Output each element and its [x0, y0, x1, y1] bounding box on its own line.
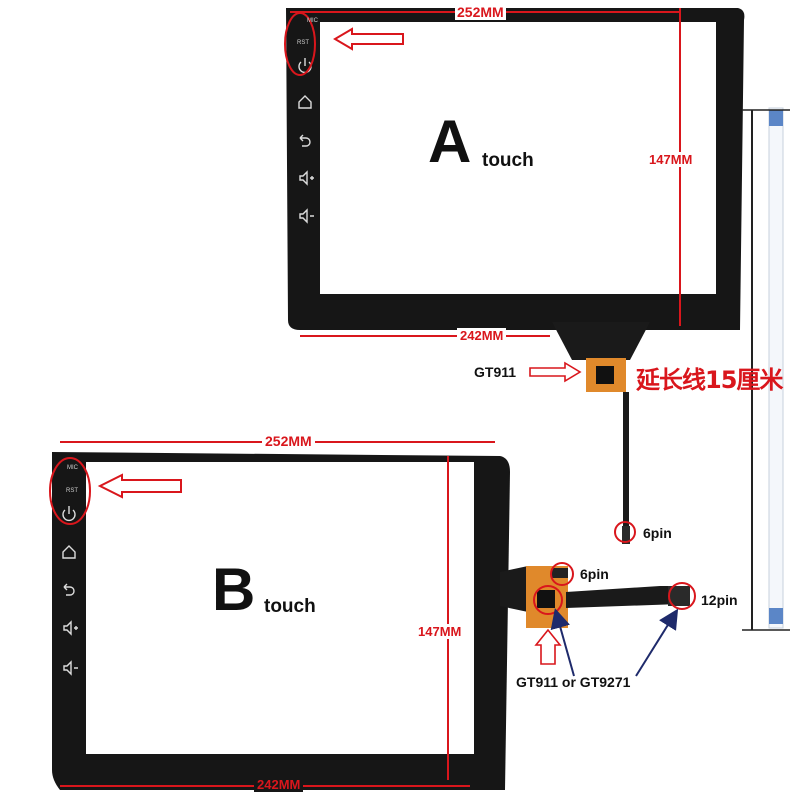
panel-b-mic-label: MIC: [67, 465, 78, 471]
panel-a-flex-cable: [623, 392, 629, 527]
ribbon-stiffener-top: [769, 110, 783, 126]
panel-a-bottom-width-label: 242MM: [457, 328, 507, 343]
panel-b: [49, 441, 696, 790]
panel-b-side-buttons: [62, 506, 78, 676]
chip-a-label: GT911: [474, 364, 517, 380]
volume-down-icon: [299, 208, 314, 224]
panel-b-chip-up-arrow: [534, 628, 562, 665]
panel-b-flex-tail: [500, 566, 528, 612]
panel-a-width-label: 252MM: [455, 4, 506, 20]
panel-b-12pin-highlight: [668, 582, 696, 610]
back-icon: [299, 134, 311, 147]
panel-b-rst-label: RST: [66, 488, 78, 494]
panel-a-flex-tail: [552, 322, 650, 360]
12pin-pointer: [635, 608, 679, 677]
power-icon: [62, 506, 76, 522]
panel-a-touch-word: touch: [482, 150, 534, 171]
panel-b-connector-12pin: [668, 586, 690, 606]
ribbon-cable: [768, 107, 784, 629]
panel-b-mic-rst-highlight: [49, 457, 91, 525]
extension-cable-label: 延长线15厘米: [636, 366, 783, 394]
panel-a-pointer-arrow: [333, 27, 404, 51]
home-icon: [62, 545, 76, 559]
panel-a-rst-label: RST: [297, 40, 309, 46]
chip-b-label: GT911 or GT9271: [516, 674, 631, 690]
connector-b-label: 6pin: [580, 566, 609, 582]
panel-a-chip-arrow: [529, 361, 582, 383]
panel-b-wide-flex: [566, 586, 680, 608]
extension-cable: [742, 107, 790, 631]
panel-a-height-label: 147MM: [649, 152, 693, 167]
panel-a-connector-6pin: [622, 526, 630, 544]
panel-b-letter: B: [212, 556, 256, 623]
connector-a-label: 6pin: [643, 525, 672, 541]
panel-b-pointer-arrow: [97, 473, 182, 499]
gt9271-pointer: [550, 608, 575, 677]
panel-b-width-label: 252MM: [262, 433, 315, 449]
volume-up-icon: [63, 620, 78, 636]
volume-up-icon: [299, 170, 314, 186]
volume-down-icon: [63, 660, 78, 676]
panel-b-connector-6pin: [552, 568, 568, 578]
panel-b-glass: [86, 462, 474, 754]
back-icon: [63, 583, 75, 596]
ribbon-stiffener-bottom: [769, 608, 783, 624]
connector-b-wide-label: 12pin: [701, 592, 738, 608]
panel-a-letter: A: [428, 108, 472, 175]
panel-b-chip-highlight: [533, 585, 563, 615]
panel-a-connector-highlight: [614, 521, 636, 543]
panel-b-height-label: 147MM: [418, 624, 462, 639]
panel-b-bottom-width-label: 242MM: [254, 777, 304, 792]
panel-a-chip: [596, 366, 614, 384]
panel-b-touch-word: touch: [264, 596, 316, 617]
panel-b-6pin-highlight: [550, 562, 574, 586]
panel-b-chip: [537, 590, 555, 608]
home-icon: [298, 95, 312, 109]
panel-a-mic-label: MIC: [307, 18, 318, 24]
